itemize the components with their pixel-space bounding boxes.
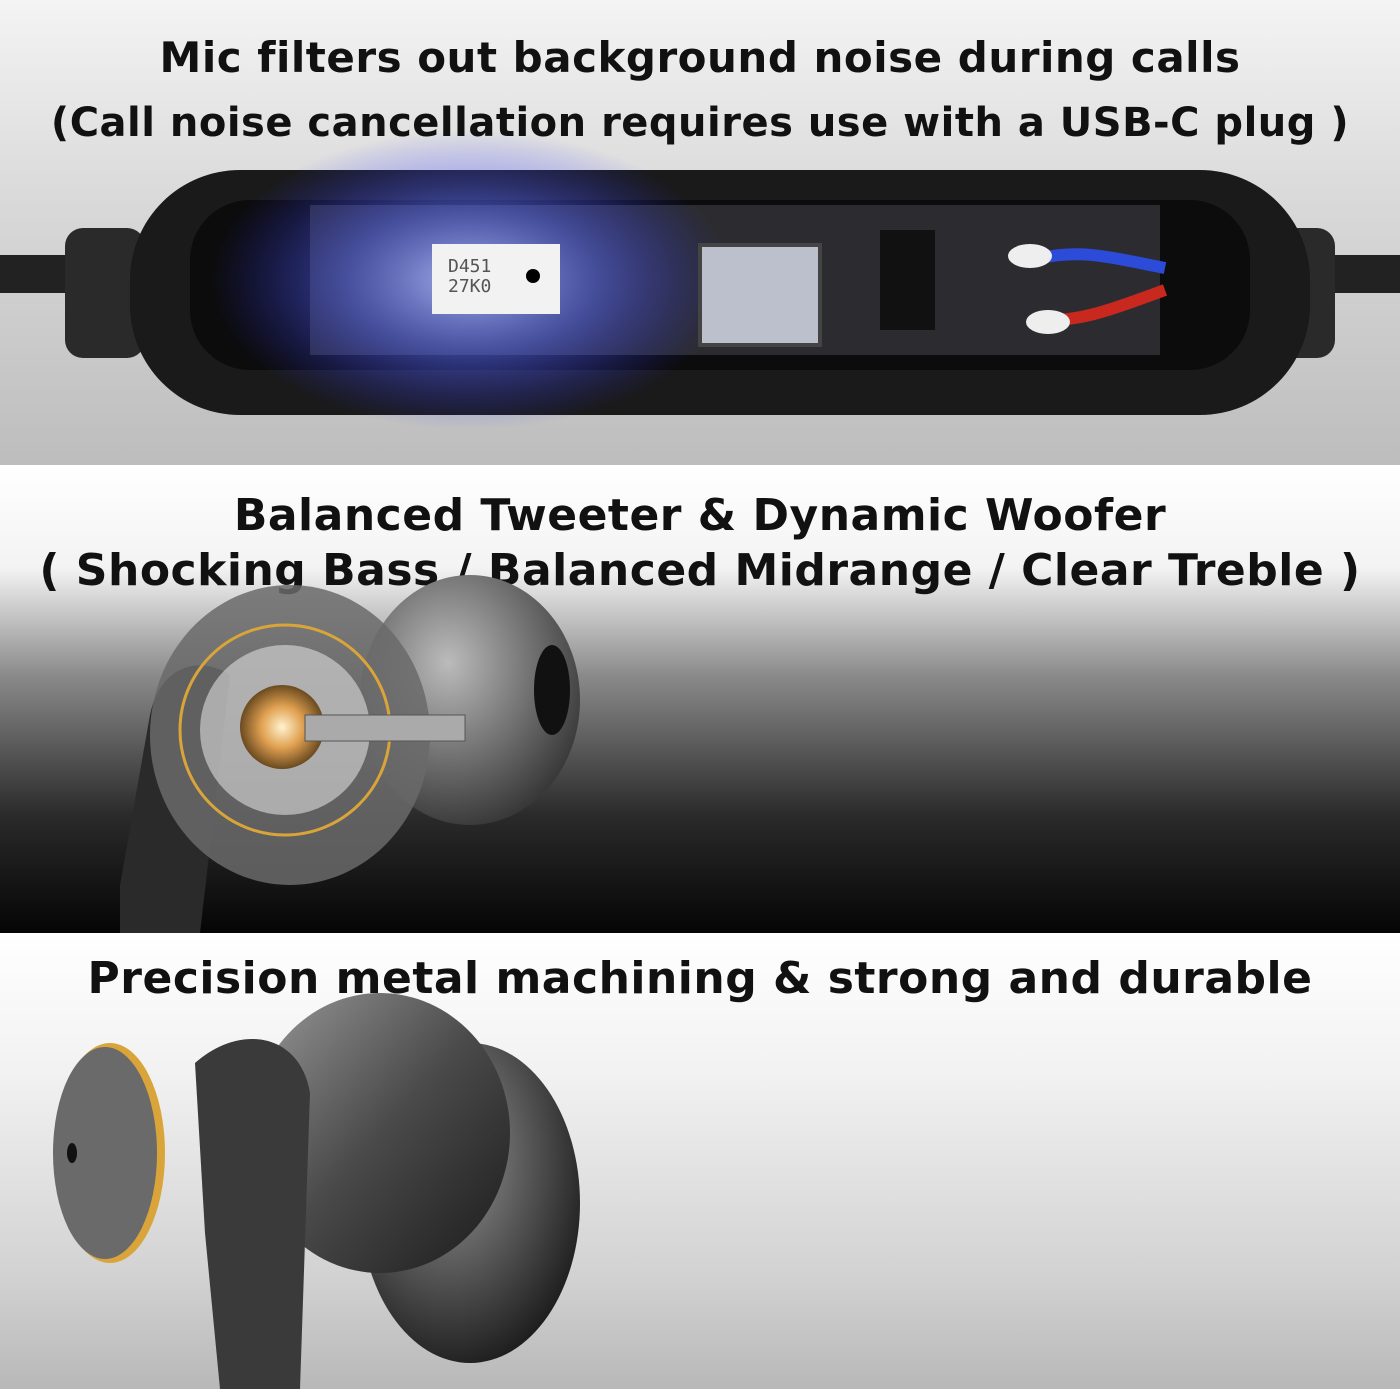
mic-panel: D451 27K0 Mic filters out background noi… (0, 0, 1400, 465)
wire-blue (1038, 248, 1167, 274)
balanced-armature (240, 685, 324, 769)
mic-title: Mic filters out background noise during … (159, 33, 1241, 82)
driver-title: Balanced Tweeter & Dynamic Woofer (233, 490, 1167, 541)
metal-earbud-illustration (53, 993, 580, 1389)
driver-panel: Balanced Tweeter & Dynamic Woofer ( Shoc… (0, 465, 1400, 933)
metal-title: Precision metal machining & strong and d… (87, 953, 1313, 1004)
ic-chip (880, 230, 935, 330)
mic-subtitle: (Call noise cancellation requires use wi… (50, 100, 1350, 146)
svg-text:D451: D451 (448, 256, 491, 277)
driver-subtitle: ( Shocking Bass / Balanced Midrange / Cl… (39, 545, 1361, 596)
processor-chip (698, 243, 822, 347)
earbud-back-cap (53, 1047, 157, 1259)
metal-panel: Precision metal machining & strong and d… (0, 933, 1400, 1389)
earbud-stem (195, 1039, 310, 1389)
mic-control-illustration: D451 27K0 (0, 130, 1400, 430)
svg-text:27K0: 27K0 (448, 276, 491, 297)
driver-illustration (120, 575, 580, 933)
